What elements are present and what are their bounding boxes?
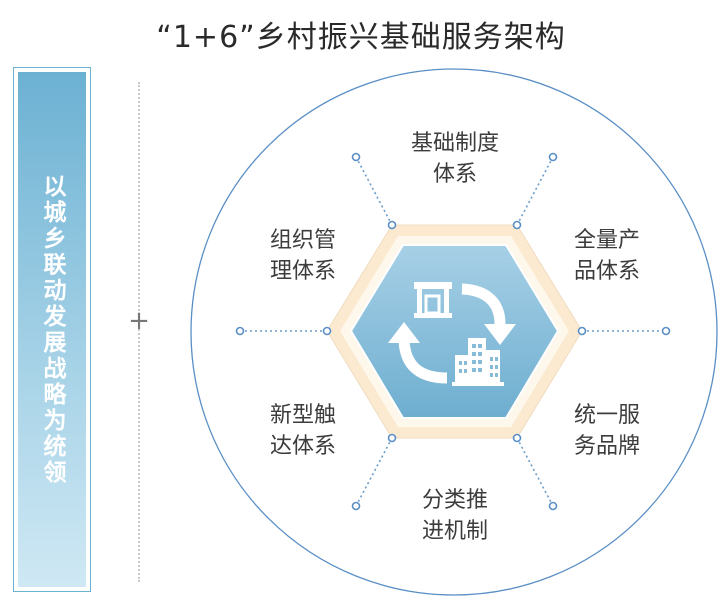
system-label-full-product: 全量产 品体系 (552, 225, 662, 287)
cycle-arrows-icon (398, 283, 506, 384)
system-label-line: 全量产 (573, 228, 640, 253)
left-panel-text: 以城乡联动发展战略为统领 (39, 173, 65, 486)
connector-lines (240, 156, 666, 507)
system-label-line: 品体系 (573, 259, 640, 284)
cycle-arrowheads (388, 322, 516, 345)
system-label-organization-management: 组织管 理体系 (248, 225, 358, 287)
divider-dotted-line (138, 82, 140, 582)
system-label-line: 统一服 (573, 403, 640, 428)
system-label-category-mechanism: 分类推 进机制 (400, 485, 510, 547)
line-end-dot (548, 501, 558, 511)
system-label-basic-institution: 基础制度 体系 (400, 128, 510, 190)
connector-line-bottom-right (516, 437, 554, 507)
line-end-dot (351, 152, 361, 162)
connector-line-bottom-left (355, 437, 393, 507)
hex-vertex-dot (512, 433, 522, 443)
shop-icon (414, 282, 452, 318)
left-panel: 以城乡联动发展战略为统领 (13, 67, 91, 592)
line-end-dot (235, 326, 245, 336)
system-label-line: 组织管 (269, 228, 336, 253)
system-label-line: 体系 (432, 162, 477, 187)
line-end-dot (661, 326, 671, 336)
connector-line-top-right (516, 156, 554, 226)
system-label-line: 基础制度 (410, 131, 499, 156)
plus-symbol: + (128, 306, 150, 336)
system-label-line: 进机制 (421, 519, 488, 544)
system-label-unified-brand: 统一服 务品牌 (552, 400, 662, 462)
connector-dots (235, 152, 671, 511)
hex-vertex-dot (387, 220, 397, 230)
hex-vertex-dot (512, 220, 522, 230)
line-end-dot (351, 501, 361, 511)
building-windows (459, 344, 498, 377)
hex-vertex-dot (387, 433, 397, 443)
line-end-dot (548, 152, 558, 162)
left-panel-fill: 以城乡联动发展战略为统领 (18, 72, 86, 587)
system-label-line: 务品牌 (573, 434, 640, 459)
system-label-new-reach: 新型触 达体系 (248, 400, 358, 462)
system-label-line: 分类推 (421, 488, 488, 513)
connector-line-top-left (355, 156, 393, 226)
system-label-line: 理体系 (269, 259, 336, 284)
page-title: “1+6”乡村振兴基础服务架构 (156, 20, 566, 55)
system-label-line: 达体系 (269, 434, 336, 459)
hexagon-inner (349, 244, 560, 419)
system-label-line: 新型触 (269, 403, 336, 428)
outer-circle (190, 68, 718, 596)
hex-vertex-dot (322, 326, 332, 336)
hex-vertex-dot (577, 326, 587, 336)
